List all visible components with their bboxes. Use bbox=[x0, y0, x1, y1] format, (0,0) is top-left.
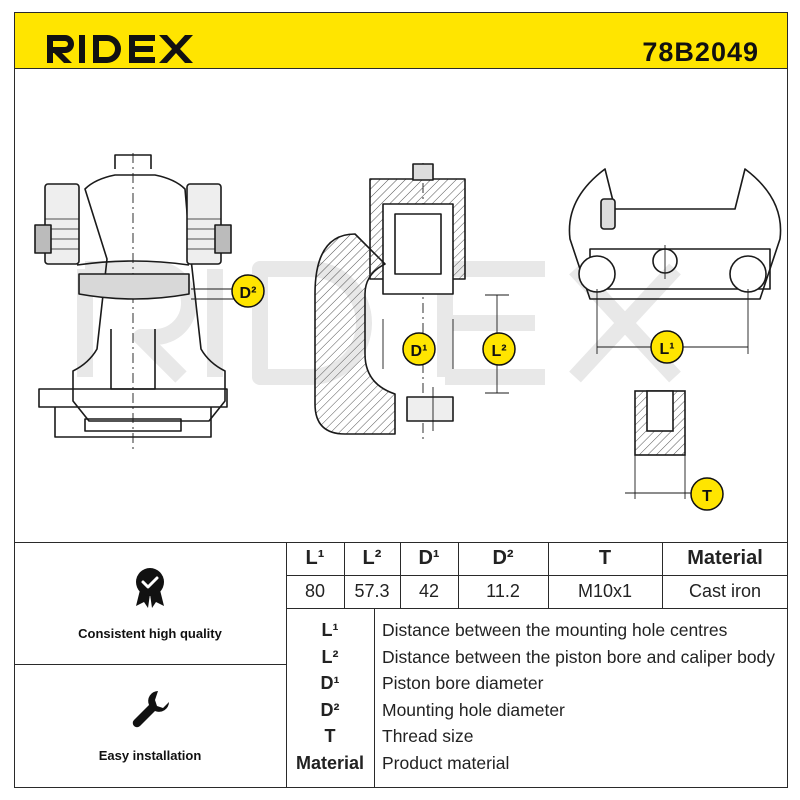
part-number: 78B2049 bbox=[642, 37, 759, 67]
header-bar: 78B2049 bbox=[14, 12, 788, 69]
legend-text: Piston bore diameter bbox=[382, 673, 544, 693]
dimension-badge-t: T bbox=[690, 477, 724, 511]
legend-key: D¹ bbox=[320, 673, 340, 693]
spec-value-t: M10x1 bbox=[577, 581, 633, 601]
spec-header-d2: D² bbox=[492, 547, 514, 569]
legend-key: D² bbox=[320, 700, 340, 720]
caliper-front-view bbox=[34, 153, 245, 449]
spec-value-d1: 42 bbox=[418, 581, 440, 601]
wrench-icon bbox=[132, 691, 169, 728]
legend-row-d2: D² Mounting hole diameter bbox=[286, 700, 786, 726]
badge-l2-label: L² bbox=[491, 343, 506, 360]
spec-col-divider bbox=[344, 542, 345, 608]
spec-value-l2: 57.3 bbox=[354, 581, 390, 601]
dimension-badge-l1: L¹ bbox=[650, 330, 684, 364]
dimension-badge-d1: D¹ bbox=[402, 332, 436, 366]
legend-text: Thread size bbox=[382, 726, 474, 746]
thread-detail-view bbox=[625, 390, 691, 499]
spec-col-divider bbox=[400, 542, 401, 608]
spec-header-l2: L² bbox=[362, 547, 382, 569]
badge-d2-label: D² bbox=[240, 285, 257, 302]
bottom-divider bbox=[14, 542, 788, 543]
spec-header-material: Material bbox=[687, 547, 763, 569]
spec-header-t: T bbox=[598, 547, 612, 569]
legend-row-material: Material Product material bbox=[286, 753, 786, 779]
technical-drawing: D² D¹ L² L bbox=[34, 153, 782, 511]
feature-label-quality: Consistent high quality bbox=[78, 626, 222, 641]
legend-text: Distance between the mounting hole centr… bbox=[382, 620, 728, 640]
legend-key: T bbox=[324, 726, 336, 746]
legend-divider bbox=[374, 608, 375, 788]
legend-text: Distance between the piston bore and cal… bbox=[382, 647, 776, 667]
feature-label-installation: Easy installation bbox=[98, 748, 202, 763]
ridex-logo bbox=[45, 33, 210, 70]
legend-key: L² bbox=[321, 647, 339, 667]
legend-text: Mounting hole diameter bbox=[382, 700, 565, 720]
legend-row-l1: L¹ Distance between the mounting hole ce… bbox=[286, 620, 786, 646]
ridex-logo-mark bbox=[47, 35, 193, 63]
dimension-badge-d2: D² bbox=[231, 274, 265, 308]
spec-value-material: Cast iron bbox=[688, 581, 762, 601]
spec-header-divider bbox=[286, 575, 788, 576]
legend-key: Material bbox=[295, 753, 365, 773]
caliper-section-view bbox=[314, 163, 509, 439]
spec-header-d1: D¹ bbox=[418, 547, 440, 569]
spec-table-bottom bbox=[286, 608, 788, 609]
legend-row-d1: D¹ Piston bore diameter bbox=[286, 673, 786, 699]
badge-l1-label: L¹ bbox=[659, 341, 674, 358]
spec-col-divider bbox=[458, 542, 459, 608]
features-divider bbox=[286, 542, 287, 788]
caliper-rear-view bbox=[568, 168, 782, 354]
legend-row-l2: L² Distance between the piston bore and … bbox=[286, 647, 786, 673]
spec-value-l1: 80 bbox=[304, 581, 326, 601]
badge-d1-label: D¹ bbox=[411, 343, 428, 360]
quality-badge-icon bbox=[136, 568, 164, 608]
spec-value-d2: 11.2 bbox=[486, 581, 520, 601]
legend-text: Product material bbox=[382, 753, 510, 773]
dimension-badge-l2: L² bbox=[482, 332, 516, 366]
features-row-divider bbox=[14, 664, 286, 665]
badge-t-label: T bbox=[702, 488, 712, 505]
legend-row-t: T Thread size bbox=[286, 726, 786, 752]
spec-header-l1: L¹ bbox=[305, 547, 325, 569]
spec-col-divider bbox=[548, 542, 549, 608]
spec-col-divider bbox=[662, 542, 663, 608]
legend-key: L¹ bbox=[321, 620, 339, 640]
